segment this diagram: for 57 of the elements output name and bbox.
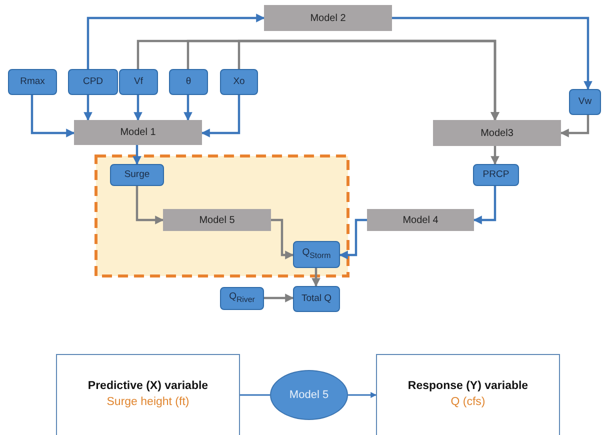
node-label: Model 5 xyxy=(199,214,235,226)
node-label: Model 4 xyxy=(402,214,438,226)
arrow xyxy=(238,40,500,121)
panel-heading: Predictive (X) variable xyxy=(88,379,208,394)
arrow xyxy=(134,95,142,121)
variable-box xyxy=(293,241,340,268)
arrow xyxy=(560,115,590,138)
variable-box xyxy=(68,69,118,95)
arrow xyxy=(312,268,320,287)
arrow xyxy=(84,95,92,121)
arrow xyxy=(201,95,240,138)
variable-box xyxy=(8,69,57,95)
variable-box xyxy=(293,286,340,312)
node-label: Vf xyxy=(134,76,143,88)
variable-box xyxy=(220,287,264,310)
node-label: Model 5 xyxy=(289,389,329,401)
arrow xyxy=(392,16,592,90)
variable-box xyxy=(110,164,164,186)
panel-heading: Response (Y) variable xyxy=(408,379,528,394)
arrow xyxy=(339,218,367,260)
node-label: Total Q xyxy=(301,294,332,304)
variable-name: Q (cfs) xyxy=(450,394,486,410)
model-box xyxy=(74,120,202,145)
arrow xyxy=(348,392,377,398)
node-label: Q$_{River}$ xyxy=(229,292,255,305)
variable-box xyxy=(169,69,208,95)
arrow xyxy=(136,186,164,224)
arrow xyxy=(490,146,500,165)
node-label: Q$_{Storm}$ xyxy=(302,248,331,261)
variable-box xyxy=(220,69,258,95)
node-label: Xo xyxy=(233,76,245,88)
model-box xyxy=(163,209,271,231)
variable-panel xyxy=(56,354,240,435)
node-label: Model 2 xyxy=(310,12,346,24)
node-label: Vw xyxy=(578,96,592,108)
variable-name: Surge height (ft) xyxy=(106,394,190,410)
arrow xyxy=(264,294,294,302)
node-label: Surge xyxy=(124,170,150,180)
model-box xyxy=(433,120,561,146)
model-box xyxy=(367,209,474,231)
arrow xyxy=(271,218,294,260)
arrow xyxy=(473,186,496,224)
node-label: Model 1 xyxy=(120,127,156,138)
variable-panel xyxy=(376,354,560,435)
arrow xyxy=(86,14,265,69)
node-label: CPD xyxy=(82,76,104,88)
arrow xyxy=(184,95,192,121)
variable-box xyxy=(569,89,601,115)
arrow xyxy=(30,95,75,138)
node-label: Model3 xyxy=(480,128,514,138)
node-label: θ xyxy=(186,76,192,88)
arrow xyxy=(132,145,142,165)
node-label: PRCP xyxy=(482,170,510,180)
variable-box xyxy=(473,164,519,186)
variable-box xyxy=(119,69,158,95)
model-box xyxy=(264,5,392,31)
node-label: Rmax xyxy=(20,76,45,88)
